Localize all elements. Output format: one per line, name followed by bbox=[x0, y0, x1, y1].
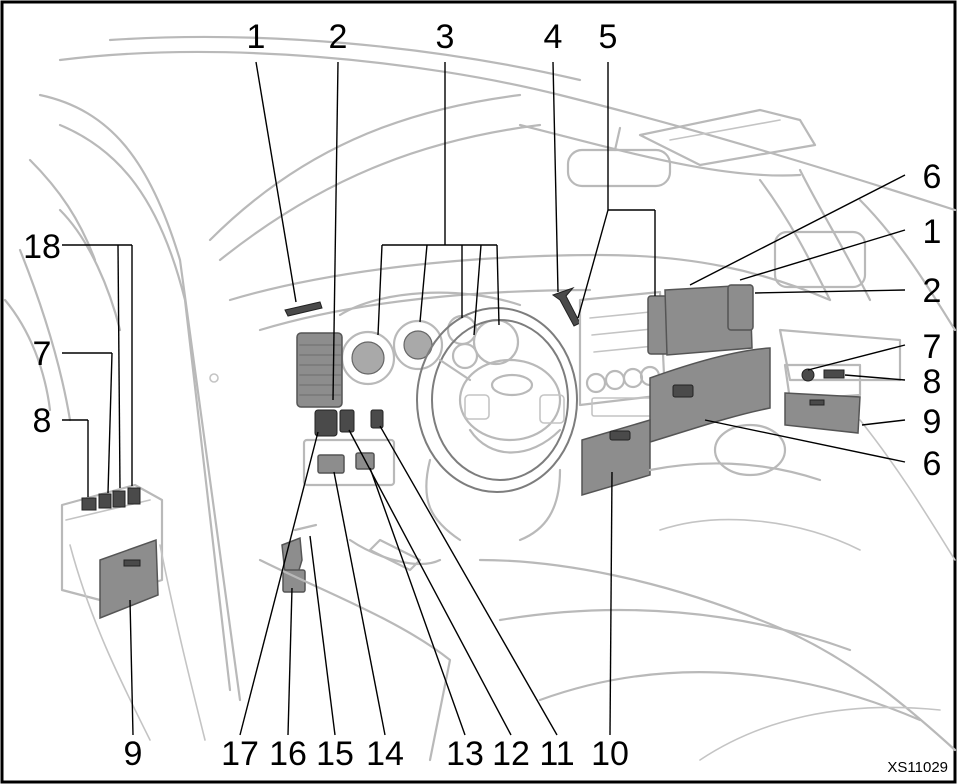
label-6-right-bottom: 6 bbox=[923, 445, 942, 483]
label-8-right: 8 bbox=[923, 363, 942, 401]
label-2-right: 2 bbox=[923, 272, 942, 310]
label-13-bottom: 13 bbox=[446, 735, 484, 773]
callout-labels: 1 2 3 4 5 6 1 2 7 8 9 6 18 7 8 9 17 16 1… bbox=[23, 18, 948, 776]
label-17-bottom: 17 bbox=[221, 735, 259, 773]
label-14-bottom: 14 bbox=[366, 735, 404, 773]
label-11-bottom: 11 bbox=[539, 735, 574, 773]
label-9-right: 9 bbox=[923, 403, 942, 441]
label-5-top: 5 bbox=[599, 18, 618, 56]
label-10-bottom: 10 bbox=[591, 735, 629, 773]
label-2-top: 2 bbox=[329, 18, 348, 56]
figure-code: XS11029 bbox=[887, 759, 948, 776]
label-3-top: 3 bbox=[436, 18, 455, 56]
label-6-right-top: 6 bbox=[923, 158, 942, 196]
label-1-right: 1 bbox=[923, 213, 942, 251]
label-15-bottom: 15 bbox=[316, 735, 354, 773]
label-1-top: 1 bbox=[247, 18, 266, 56]
label-4-top: 4 bbox=[544, 18, 563, 56]
leader-lines bbox=[62, 61, 906, 736]
label-7-left: 7 bbox=[33, 335, 52, 373]
label-8-left: 8 bbox=[33, 402, 52, 440]
label-12-bottom: 12 bbox=[492, 735, 530, 773]
label-9-bottom: 9 bbox=[124, 735, 143, 773]
label-16-bottom: 16 bbox=[269, 735, 307, 773]
label-18-left: 18 bbox=[23, 228, 61, 266]
label-7-right: 7 bbox=[923, 328, 942, 366]
interior-line-art bbox=[3, 35, 957, 762]
